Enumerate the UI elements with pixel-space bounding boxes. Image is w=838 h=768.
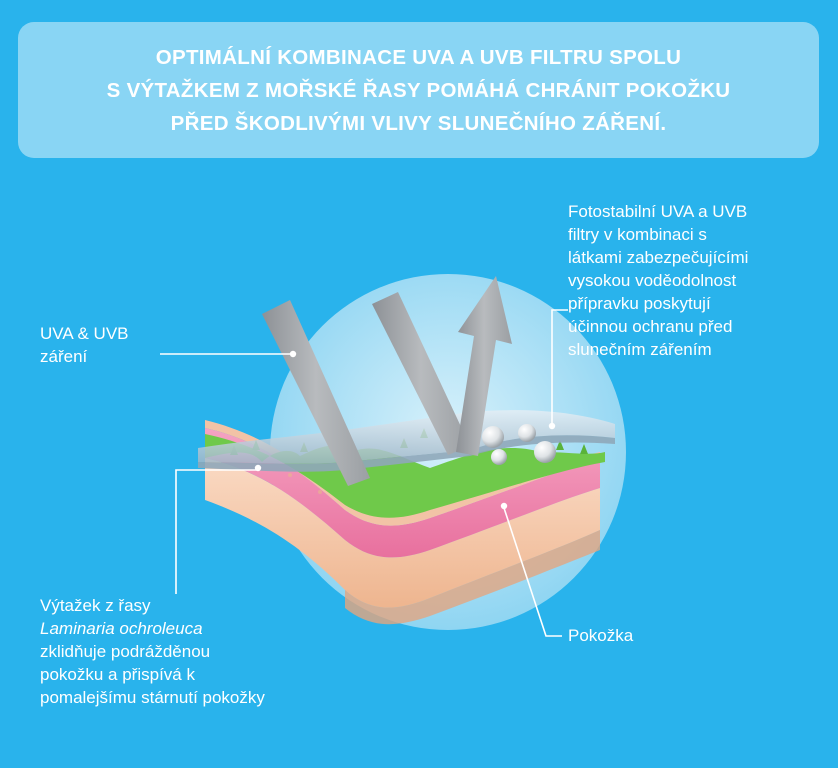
label-filters-line-3: látkami zabezpečujícími [568,248,749,267]
label-filters-line-6: účinnou ochranu před [568,317,733,336]
headline-banner: OPTIMÁLNÍ KOMBINACE UVA A UVB FILTRU SPO… [18,22,819,158]
label-algae-extract: Výtažek z řasy Laminaria ochroleuca zkli… [40,594,265,709]
uv-ray-reflected-arrow [456,276,512,456]
label-uv-radiation: UVA & UVB záření [40,322,129,368]
headline-line-3: PŘED ŠKODLIVÝMI VLIVY SLUNEČNÍHO ZÁŘENÍ. [170,111,667,135]
label-skin-text: Pokožka [568,626,634,645]
label-extract-line-4: pokožku a přispívá k [40,665,195,684]
label-filters-line-5: přípravku poskytují [568,294,711,313]
label-filters: Fotostabilní UVA a UVB filtry v kombinac… [568,200,748,361]
label-filters-line-7: slunečním zářením [568,340,712,359]
label-extract-species: Laminaria ochroleuca [40,619,203,638]
leader-line-skin [503,507,562,637]
label-uv-line-1: UVA & UVB [40,324,129,343]
label-extract-line-3: zklidňuje podrážděnou [40,642,211,661]
uv-ray-middle [372,292,470,455]
headline-line-1: OPTIMÁLNÍ KOMBINACE UVA A UVB FILTRU SPO… [155,45,682,69]
headline-line-2: S VÝTAŽKEM Z MOŘSKÉ ŘASY POMÁHÁ CHRÁNIT … [106,78,731,102]
skin-layer-lower-front [345,530,600,625]
skin-layer-middle [205,428,600,558]
label-extract-line-5: pomalejšímu stárnutí pokožky [40,688,265,707]
label-extract-line-1: Výtažek z řasy [40,596,151,615]
uv-ray-left [262,300,370,486]
leader-lines [160,309,568,637]
label-skin: Pokožka [568,624,633,647]
label-uv-line-2: záření [40,347,88,366]
protective-film [198,410,615,464]
filter-pearls [464,424,556,465]
skin-layer-lower [205,458,600,608]
leader-line-filters [551,309,568,424]
leader-line-extract [175,469,258,594]
label-filters-line-2: filtry v kombinaci s [568,225,707,244]
label-filters-line-1: Fotostabilní UVA a UVB [568,202,748,221]
headline-text: OPTIMÁLNÍ KOMBINACE UVA A UVB FILTRU SPO… [77,41,761,140]
label-filters-line-4: vysokou voděodolnost [568,271,737,290]
protective-film-edge [198,435,615,472]
